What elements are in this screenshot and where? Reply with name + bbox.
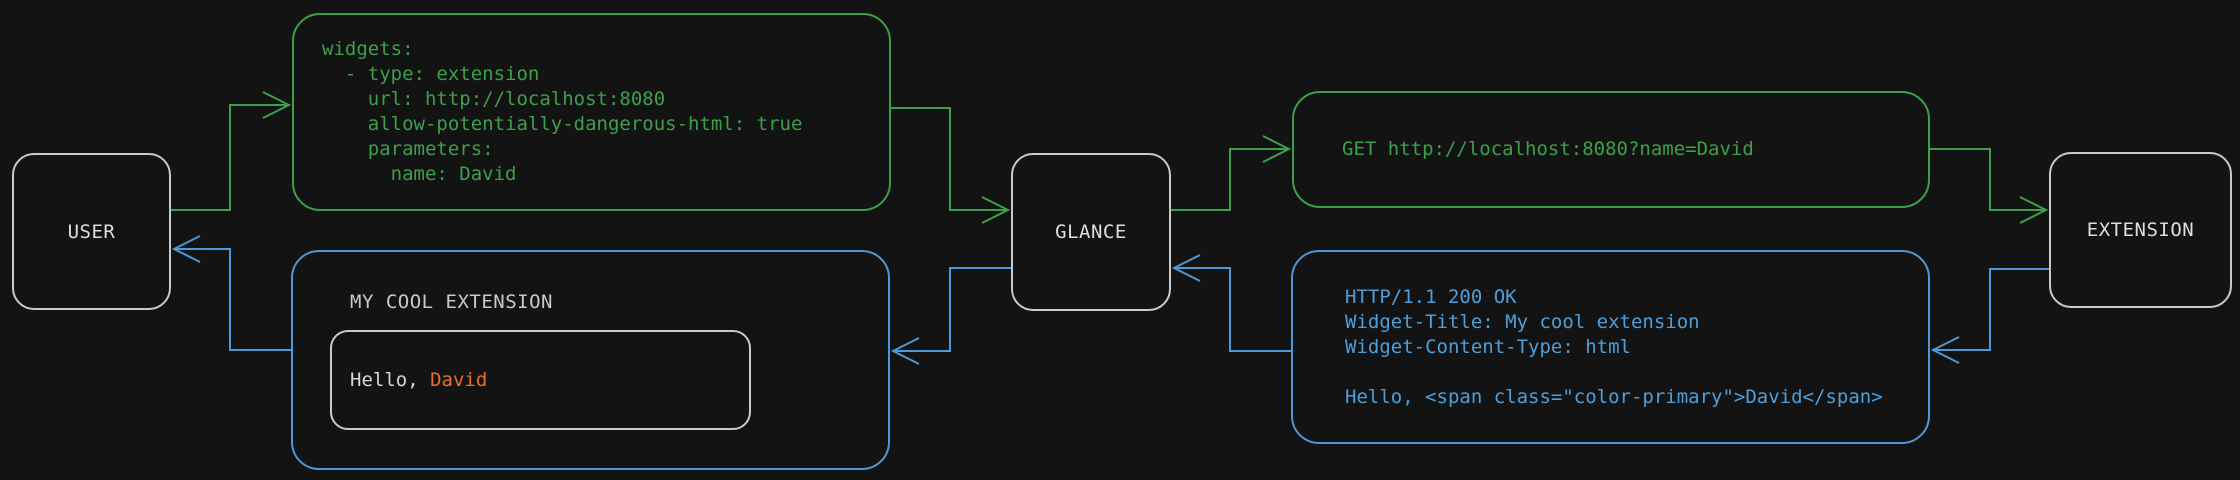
node-user: USER bbox=[12, 153, 171, 310]
rendered-widget-box: MY COOL EXTENSION Hello, David bbox=[291, 250, 890, 470]
node-extension: EXTENSION bbox=[2049, 152, 2232, 308]
arrow-widget-to-user bbox=[171, 235, 291, 351]
arrow-user-to-config bbox=[171, 91, 292, 211]
arrow-glance-to-request bbox=[1171, 135, 1292, 211]
arrow-extension-to-response bbox=[1930, 268, 2049, 364]
node-glance: GLANCE bbox=[1011, 153, 1171, 311]
node-glance-label: GLANCE bbox=[1055, 221, 1127, 243]
widget-title: MY COOL EXTENSION bbox=[350, 291, 553, 313]
arrow-glance-to-widget bbox=[890, 267, 1011, 365]
greeting-name: David bbox=[430, 369, 488, 391]
widget-greeting-box: Hello, David bbox=[330, 330, 751, 430]
node-extension-label: EXTENSION bbox=[2086, 219, 2195, 241]
arrow-response-to-glance bbox=[1171, 254, 1291, 352]
greeting-prefix: Hello, bbox=[350, 369, 431, 391]
arrow-config-to-glance bbox=[891, 107, 1011, 224]
node-user-label: USER bbox=[67, 220, 116, 243]
config-yaml-code: widgets: - type: extension url: http://l… bbox=[322, 38, 803, 185]
arrow-request-to-extension bbox=[1930, 148, 2049, 224]
config-yaml-box: widgets: - type: extension url: http://l… bbox=[292, 13, 891, 211]
http-request-box: GET http://localhost:8080?name=David bbox=[1292, 91, 1930, 208]
http-response-box: HTTP/1.1 200 OK Widget-Title: My cool ex… bbox=[1291, 250, 1930, 444]
http-request-code: GET http://localhost:8080?name=David bbox=[1342, 138, 1754, 160]
http-response-code: HTTP/1.1 200 OK Widget-Title: My cool ex… bbox=[1345, 285, 1883, 408]
widget-greeting-text: Hello, David bbox=[332, 369, 487, 391]
